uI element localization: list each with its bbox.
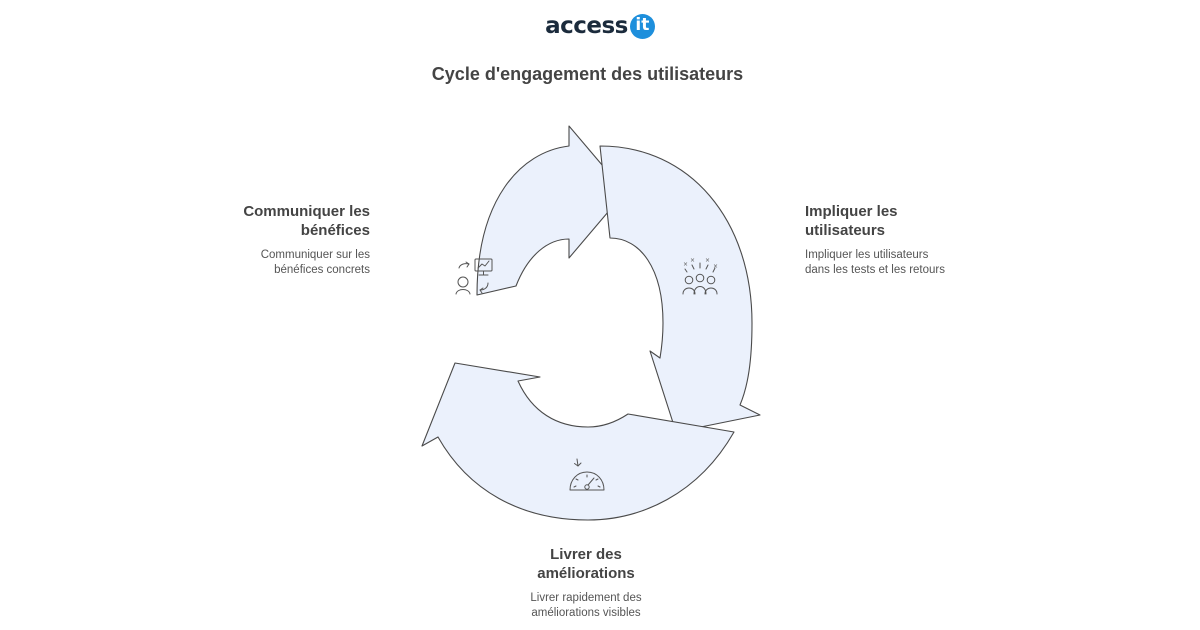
step-communicate-title-line2: bénéfices [300, 222, 370, 239]
svg-text:×: × [705, 257, 710, 264]
step-deliver-desc-line1: Livrer rapidement des [530, 592, 642, 604]
step-implicate-desc: Impliquer les utilisateurs dans les test… [805, 248, 1045, 277]
svg-text:×: × [690, 257, 695, 264]
cycle-arrow-communicate [421, 362, 735, 521]
step-deliver-desc: Livrer rapidement des améliorations visi… [486, 591, 686, 620]
step-implicate-desc-line1: Impliquer les utilisateurs [805, 249, 929, 261]
cycle-arrow-implicate [476, 125, 626, 296]
step-implicate-title: Impliquer les utilisateurs [805, 202, 1025, 240]
step-communicate-desc-line1: Communiquer sur les [260, 249, 370, 261]
step-communicate-desc-line2: bénéfices concrets [274, 263, 370, 276]
step-deliver-title-line2: améliorations [537, 565, 635, 582]
brand-badge-icon: it [629, 13, 655, 39]
step-deliver-desc-line2: améliorations visibles [531, 606, 641, 619]
step-communicate-title: Communiquer les bénéfices [150, 202, 370, 240]
step-implicate-title-line2: utilisateurs [805, 222, 886, 239]
brand-name: access [545, 13, 628, 39]
diagram-title: Cycle d'engagement des utilisateurs [431, 64, 744, 84]
cycle-arrow-deliver [599, 145, 761, 433]
step-implicate-title-line1: Impliquer les [805, 203, 898, 220]
step-deliver-title-line1: Livrer des [550, 546, 622, 563]
brand-logo: access it [0, 10, 1200, 42]
step-communicate-title-line1: Communiquer les [243, 203, 370, 220]
presentation-icon [455, 258, 493, 295]
speedometer-icon [569, 458, 605, 491]
step-implicate-desc-line2: dans les tests et les retours [805, 263, 945, 276]
svg-text:×: × [713, 263, 718, 270]
people-group-icon: × × × × [682, 257, 718, 295]
step-communicate-desc: Communiquer sur les bénéfices concrets [150, 248, 370, 277]
step-deliver-title: Livrer des améliorations [486, 545, 686, 583]
svg-text:×: × [683, 261, 688, 268]
